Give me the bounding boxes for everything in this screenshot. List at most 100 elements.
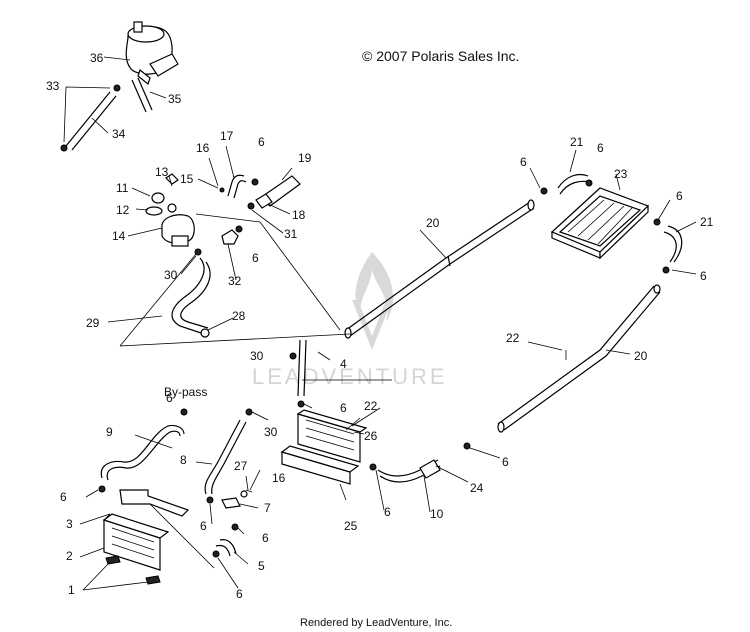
hose-9 [100, 424, 185, 481]
callout-6-c: 6 [520, 155, 527, 169]
callout-19: 19 [298, 151, 312, 165]
callout-21-a: 21 [570, 135, 584, 149]
callout-17: 17 [220, 129, 234, 143]
callout-36: 36 [90, 51, 104, 65]
callout-25: 25 [344, 519, 358, 533]
clamp-33a [113, 84, 121, 92]
callout-20-b: 20 [634, 349, 648, 363]
heater-core-26 [296, 409, 368, 463]
callout-33: 33 [46, 79, 60, 93]
clamp-6e [653, 218, 661, 226]
hose-17 [227, 174, 247, 199]
fitting-27 [245, 475, 249, 491]
clamp-6l [212, 550, 220, 558]
fitting-7 [221, 497, 241, 509]
bracket-3 [119, 489, 190, 517]
leader-lines [63, 56, 697, 591]
callout-6-g: 6 [340, 401, 347, 415]
callout-6-f: 6 [700, 269, 707, 283]
hose-34 [65, 91, 117, 151]
callout-22-a: 22 [506, 331, 520, 345]
callout-5: 5 [258, 559, 265, 573]
callout-6-l: 6 [236, 587, 243, 601]
clamp-30c [245, 408, 253, 416]
callout-18: 18 [292, 208, 306, 222]
callout-24: 24 [470, 481, 484, 495]
callouts: 36 35 33 34 17 6 16 19 15 13 11 18 12 31… [46, 51, 714, 601]
clamp-6k [98, 485, 106, 493]
clamp-6j [231, 523, 239, 531]
callout-16-a: 16 [196, 141, 210, 155]
callout-27: 27 [234, 459, 248, 473]
clamp-6b [235, 225, 243, 233]
clamp-28 [200, 328, 210, 338]
hose-21a [557, 173, 591, 195]
clamp-30b [289, 352, 297, 360]
thermostat-housing [145, 173, 195, 247]
mount-1a [105, 555, 121, 565]
clamp-33b [60, 144, 68, 152]
callout-3: 3 [66, 517, 73, 531]
callout-6-j: 6 [262, 531, 269, 545]
callout-20-a: 20 [426, 216, 440, 230]
mount-1b [145, 575, 161, 585]
callout-6-i: 6 [200, 519, 207, 533]
hose-35 [131, 77, 153, 113]
callout-6-e: 6 [676, 189, 683, 203]
clamp-6n [369, 463, 377, 471]
clamp-6i [206, 496, 214, 504]
radiator-23 [550, 187, 650, 260]
callout-30-b: 30 [250, 349, 264, 363]
coolant-reservoir [125, 21, 179, 86]
clamp-31 [247, 202, 255, 210]
callout-6-h: 6 [166, 391, 173, 405]
callout-22-b: 22 [364, 399, 378, 413]
callout-10: 10 [430, 507, 444, 521]
clamp-30a [194, 248, 202, 256]
callout-35: 35 [168, 92, 182, 106]
tube-20-lower [497, 284, 661, 433]
clamp-15 [219, 187, 225, 193]
callout-6-b: 6 [252, 251, 259, 265]
callout-26: 26 [364, 429, 378, 443]
callout-11: 11 [116, 181, 129, 195]
bypass-label: By-pass [164, 385, 207, 399]
copyright-text: © 2007 Polaris Sales Inc. [362, 48, 519, 64]
fitting-22b [345, 417, 361, 431]
watermark-text: LEADVENTURE [252, 364, 448, 389]
hose-10 [377, 459, 441, 483]
callout-13: 13 [155, 165, 169, 179]
callout-32: 32 [228, 274, 242, 288]
callout-23: 23 [614, 167, 628, 181]
callout-28: 28 [232, 309, 246, 323]
hose-19 [255, 175, 301, 209]
oil-cooler-2 [102, 513, 170, 571]
hose-4 [297, 339, 307, 397]
callout-21-b: 21 [700, 215, 714, 229]
hose-21b [663, 225, 683, 263]
callout-6-o: 6 [502, 455, 509, 469]
callout-4: 4 [340, 357, 347, 371]
callout-12: 12 [116, 203, 130, 217]
callout-6-n: 6 [384, 505, 391, 519]
clamp-6c [540, 187, 548, 195]
callout-7: 7 [264, 501, 271, 515]
callout-6-k: 6 [60, 490, 67, 504]
footer-text: Rendered by LeadVenture, Inc. [300, 617, 452, 629]
callout-1: 1 [68, 583, 75, 597]
fitting-32 [221, 229, 239, 245]
clamp-6o [463, 442, 471, 450]
callout-16-b: 16 [272, 471, 286, 485]
callout-30-c: 30 [264, 425, 278, 439]
callout-34: 34 [112, 127, 126, 141]
clamp-6a [251, 178, 259, 186]
clamp-6g [297, 400, 305, 408]
callout-29: 29 [86, 316, 100, 330]
clamp-24 [419, 459, 441, 479]
hose-5 [215, 539, 237, 557]
callout-15: 15 [180, 172, 194, 186]
clamp-6d [585, 179, 593, 187]
callout-9: 9 [106, 425, 113, 439]
clamp-6p [180, 408, 188, 416]
